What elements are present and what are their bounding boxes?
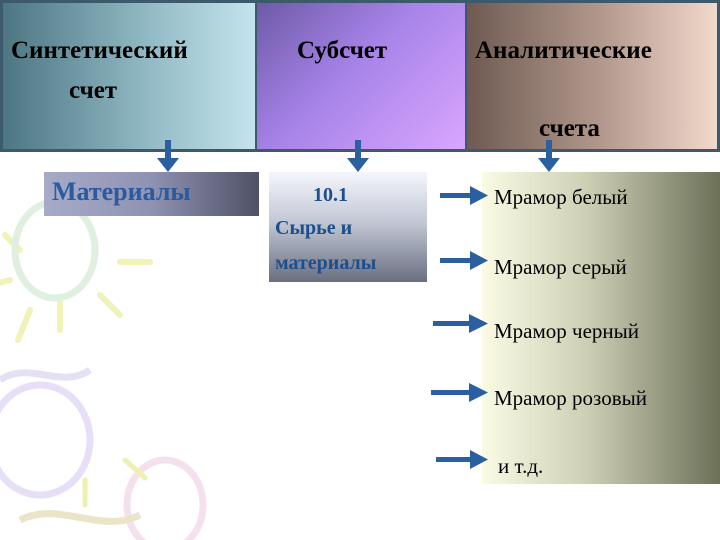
analytic-item: Мрамор белый bbox=[494, 185, 628, 209]
synthetic-header-line2: счет bbox=[69, 77, 118, 104]
subaccount-code: 10.1 bbox=[313, 184, 348, 206]
subaccount-header: Субсчет bbox=[255, 3, 467, 149]
balloon-decoration bbox=[0, 198, 207, 540]
analytic-accounts-box: Мрамор белый Мрамор серый Мрамор черный … bbox=[482, 172, 720, 484]
materials-label: Материалы bbox=[52, 177, 191, 206]
subaccount-line3: материалы bbox=[275, 252, 377, 274]
sun-rays-decoration bbox=[0, 232, 153, 343]
analytic-item: Мрамор черный bbox=[494, 319, 640, 343]
subaccount-line2: Сырье и bbox=[275, 217, 353, 239]
subaccount-header-label: Субсчет bbox=[297, 37, 388, 64]
synthetic-account-header: Синтетический счет bbox=[3, 3, 255, 149]
analytic-accounts-header: Аналитические счета bbox=[467, 3, 717, 149]
analytic-item: Мрамор серый bbox=[494, 255, 627, 279]
materials-box: Материалы bbox=[44, 172, 259, 216]
analytic-header-line1: Аналитические bbox=[475, 37, 652, 64]
analytic-header-line2: счета bbox=[539, 115, 600, 142]
header-row: Синтетический счет Субсчет Аналитические… bbox=[0, 0, 720, 152]
analytic-item: Мрамор розовый bbox=[494, 386, 647, 410]
subaccount-box: 10.1 Сырье и материалы bbox=[269, 172, 427, 282]
analytic-item: и т.д. bbox=[498, 454, 544, 478]
sun-rays-lower-decoration bbox=[82, 457, 148, 508]
synthetic-header-line1: Синтетический bbox=[11, 37, 188, 64]
